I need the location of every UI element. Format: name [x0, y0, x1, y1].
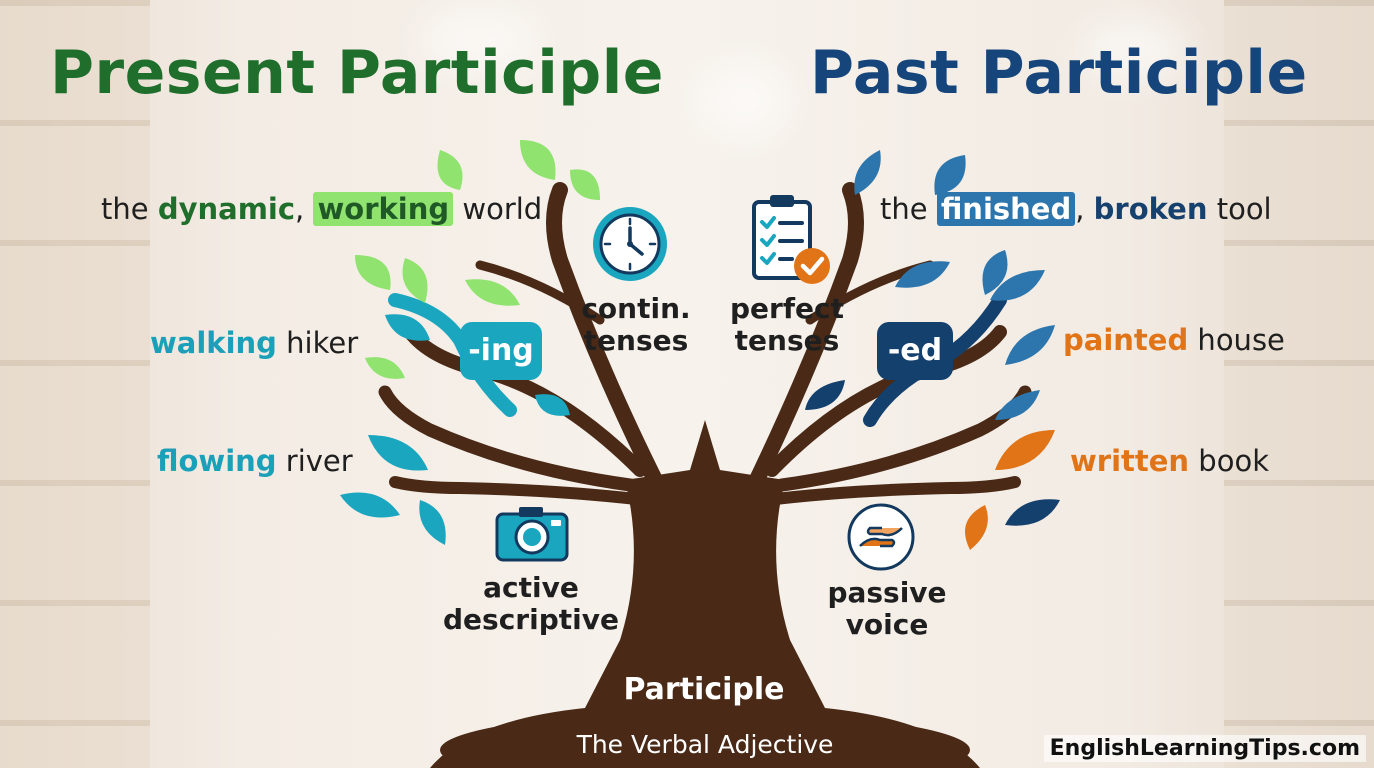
present-phrase-1: the dynamic, working world [101, 192, 543, 226]
background-shelf-left [0, 0, 150, 768]
present-phrase-3: flowing river [157, 444, 353, 478]
hands-icon [847, 503, 915, 571]
tree-trunk [430, 420, 980, 768]
site-credit: EnglishLearningTips.com [1043, 735, 1366, 762]
contin-tenses-label: contin.tenses [581, 292, 691, 357]
background-glow [1080, 20, 1190, 80]
past-phrase-3: written book [1070, 444, 1269, 478]
present-participle-title: Present Participle [50, 38, 664, 108]
background-shelf-right [1224, 0, 1374, 768]
clock-icon [593, 207, 667, 281]
navy-leaves [805, 380, 1060, 526]
past-phrase-1: the finished, broken tool [880, 192, 1272, 226]
background-glow [700, 60, 790, 140]
camera-icon [495, 507, 569, 562]
participle-root-title: Participle [623, 672, 785, 707]
ing-suffix-badge: -ing [460, 322, 542, 380]
past-participle-title: Past Participle [810, 38, 1308, 108]
present-phrase-2: walking hiker [150, 326, 359, 360]
teal-leaves [340, 314, 570, 545]
blue-leaves [854, 150, 1055, 420]
checklist-icon [752, 195, 830, 284]
green-leaves [355, 140, 600, 379]
ed-suffix-badge: -ed [877, 322, 953, 380]
past-phrase-2: painted house [1063, 323, 1285, 357]
verbal-adjective-subtitle: The Verbal Adjective [576, 730, 834, 759]
orange-leaves [965, 430, 1055, 550]
background-glow [420, 10, 540, 70]
